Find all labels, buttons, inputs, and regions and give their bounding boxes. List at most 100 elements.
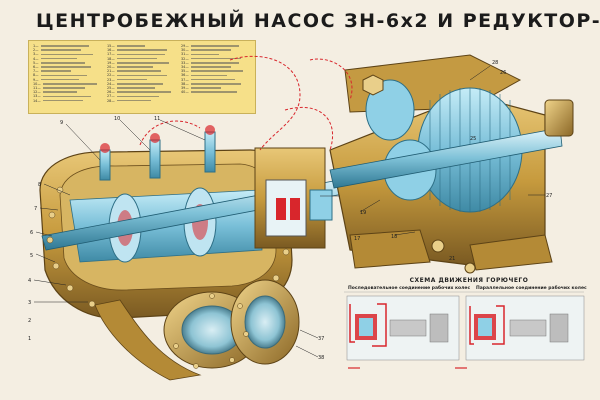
legend-entry-number: 11—	[33, 86, 41, 91]
legend-entry-number: 40—	[181, 90, 189, 95]
legend-entry-text	[40, 57, 77, 60]
legend-entry-text	[40, 70, 71, 73]
legend-entry: 14—	[33, 99, 105, 103]
legend-entry: 20—	[107, 65, 179, 69]
legend-entry-number: 18—	[107, 56, 115, 61]
scheme-subtitle-parallel: Параллельное соединение рабочих колес	[476, 286, 587, 291]
legend-entry-number: 28—	[107, 98, 115, 103]
legend-entry: 9—	[33, 78, 105, 82]
legend-entry-number: 3—	[33, 52, 39, 57]
legend-entry-number: 32—	[181, 56, 189, 61]
legend-entry-text	[42, 87, 85, 89]
legend-entry-number: 37—	[181, 77, 189, 82]
svg-text:38: 38	[318, 355, 324, 361]
legend-entry-number: 15—	[107, 44, 115, 48]
svg-text:8: 8	[38, 182, 41, 188]
legend-entry-text	[116, 49, 167, 51]
svg-text:11: 11	[154, 116, 160, 122]
legend-entry-text	[116, 45, 145, 47]
legend-entry: 28—	[107, 99, 179, 103]
legend-entry: 33—	[181, 61, 253, 65]
legend-entry-number: 30—	[181, 48, 189, 53]
legend-entry-text	[116, 87, 155, 89]
legend-entry-number: 16—	[107, 48, 115, 53]
svg-text:6: 6	[30, 230, 33, 236]
legend-entry: 40—	[181, 90, 253, 94]
legend-entry-number: 22—	[107, 73, 115, 78]
legend-entry-number: 24—	[107, 81, 115, 86]
legend-entry-number: 4—	[33, 56, 39, 61]
svg-text:10: 10	[114, 116, 120, 122]
page-title: ЦЕНТРОБЕЖНЫЙ НАСОС ЗН-6х2 И РЕДУКТОР-УСК…	[36, 10, 600, 32]
legend-entry: 26—	[107, 90, 179, 94]
legend-entry-number: 5—	[33, 60, 39, 65]
parts-legend: 1—2—3—4—5—6—7—8—9—10—11—12—13—14— 15—16—…	[28, 40, 256, 114]
legend-entry-number: 25—	[107, 86, 115, 91]
legend-entry-number: 34—	[181, 65, 189, 70]
legend-entry-text	[42, 83, 97, 85]
legend-entry-number: 27—	[107, 94, 115, 99]
legend-entry-text	[190, 74, 227, 77]
legend-entry: 7—	[33, 69, 105, 73]
svg-text:4: 4	[28, 278, 31, 284]
svg-text:7: 7	[34, 206, 37, 212]
legend-entry: 8—	[33, 73, 105, 77]
legend-entry: 12—	[33, 90, 105, 94]
legend-entry: 29—	[181, 44, 253, 48]
svg-text:3: 3	[28, 300, 31, 306]
legend-entry: 37—	[181, 78, 253, 82]
legend-entry-number: 14—	[33, 98, 41, 103]
legend-entry-number: 38—	[181, 81, 189, 86]
legend-entry: 1—	[33, 44, 105, 48]
legend-entry: 38—	[181, 82, 253, 86]
legend-column-1: 1—2—3—4—5—6—7—8—9—10—11—12—13—14—	[33, 44, 105, 103]
svg-text:2: 2	[28, 318, 31, 324]
svg-text:18: 18	[391, 234, 397, 240]
svg-text:9: 9	[60, 120, 63, 126]
legend-entry-number: 17—	[107, 52, 115, 57]
legend-entry-text	[42, 95, 91, 98]
legend-entry-text	[190, 87, 221, 89]
legend-entry-number: 2—	[33, 48, 39, 53]
scheme-panel	[340, 282, 588, 374]
svg-text:5: 5	[30, 253, 33, 259]
legend-entry-number: 36—	[181, 73, 189, 78]
legend-entry-text	[40, 78, 79, 81]
legend-entry: 39—	[181, 86, 253, 90]
legend-entry-text	[190, 62, 239, 64]
legend-entry-text	[190, 78, 235, 81]
legend-entry: 27—	[107, 94, 179, 98]
legend-entry-text	[116, 70, 161, 73]
legend-entry-text	[116, 91, 171, 94]
scheme-parallel	[465, 295, 585, 361]
legend-entry: 15—	[107, 44, 179, 48]
legend-entry-text	[190, 53, 219, 56]
coupling-housing	[254, 147, 333, 249]
legend-entry: 24—	[107, 82, 179, 86]
legend-entry: 23—	[107, 78, 179, 82]
legend-entry: 5—	[33, 61, 105, 65]
legend-entry: 25—	[107, 86, 179, 90]
legend-entry-number: 1—	[33, 44, 39, 48]
legend-entry: 34—	[181, 65, 253, 69]
legend-entry: 36—	[181, 73, 253, 77]
legend-entry-number: 26—	[107, 90, 115, 95]
legend-entry: 11—	[33, 86, 105, 90]
legend-entry: 6—	[33, 65, 105, 69]
svg-text:25: 25	[470, 136, 476, 142]
legend-column-2: 15—16—17—18—19—20—21—22—23—24—25—26—27—2…	[107, 44, 179, 103]
legend-column-3: 29—30—31—32—33—34—35—36—37—38—39—40—	[181, 44, 253, 94]
legend-entry-text	[42, 91, 77, 94]
legend-entry-text	[116, 62, 169, 64]
legend-entry: 13—	[33, 94, 105, 98]
scheme-subtitle-series: Последовательное соединение рабочих коле…	[348, 286, 471, 291]
legend-entry: 22—	[107, 73, 179, 77]
legend-entry-text	[190, 83, 241, 85]
legend-entry: 2—	[33, 48, 105, 52]
legend-entry-text	[190, 91, 237, 94]
legend-entry-number: 8—	[33, 73, 39, 78]
reducer-gearbox	[329, 54, 574, 274]
